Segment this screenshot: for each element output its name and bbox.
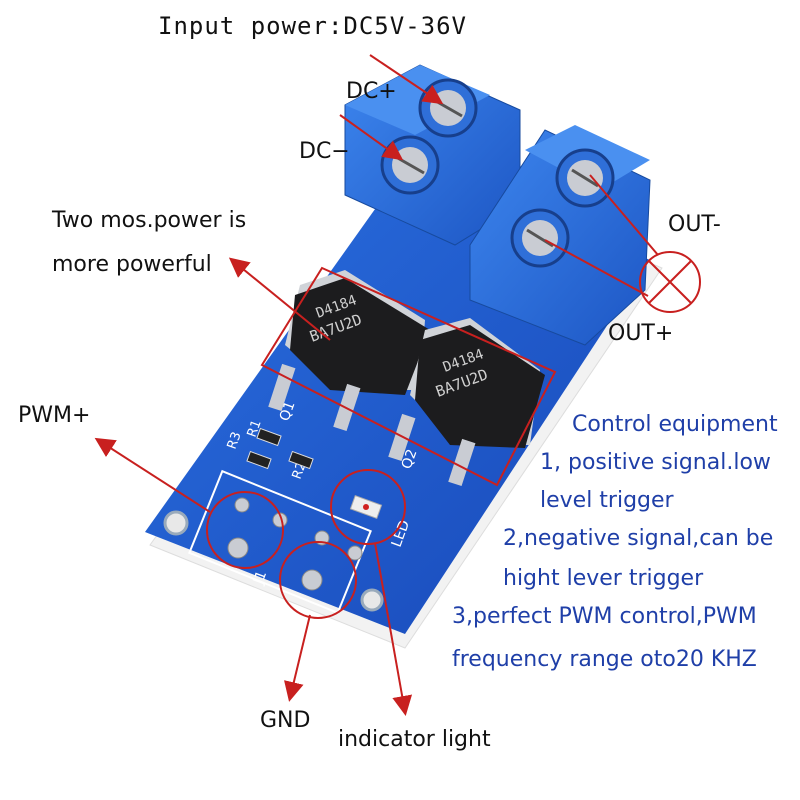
pwm-plus-label: PWM+ (18, 403, 91, 428)
out-plus-label: OUT+ (608, 321, 674, 346)
control-line-2: level trigger (540, 488, 674, 513)
dc-plus-arrow (369, 54, 444, 105)
pwm-arrow (94, 437, 211, 513)
indicator-light-label: indicator light (338, 727, 491, 752)
two-mos-line2: more powerful (52, 252, 212, 277)
two-mos-arrow (228, 257, 331, 341)
dc-minus-arrow (339, 114, 404, 161)
gnd-label: GND (260, 708, 311, 733)
mounting-hole (360, 588, 384, 612)
output-terminal-block (469, 125, 651, 346)
input-power-title: Input power:DC5V-36V (158, 12, 467, 40)
q2-label: Q2 (399, 447, 421, 471)
mounting-hole (163, 510, 189, 536)
out-plus-line (544, 239, 649, 297)
out-minus-line (589, 174, 659, 256)
indicator-arrow (374, 542, 413, 716)
resistor (288, 450, 314, 470)
control-line-3: 2,negative signal,can be (503, 526, 774, 551)
two-mos-line1: Two mos.power is (52, 208, 247, 233)
out-minus-label: OUT- (668, 212, 721, 237)
r3-label: R3 (225, 430, 245, 451)
control-line-6: frequency range oto20 KHZ (452, 647, 757, 672)
q1-label: Q1 (277, 399, 299, 423)
mos-highlight-box (260, 266, 557, 487)
pwm-highlight-circle (206, 491, 284, 569)
gnd-arrow (284, 614, 311, 702)
mosfet-q1: D4184 BA7U2D (268, 270, 430, 432)
gnd-highlight-circle (279, 541, 357, 619)
control-line-1: 1, positive signal.low (540, 450, 771, 475)
led-highlight-circle (330, 469, 406, 545)
control-line-5: 3,perfect PWM control,PWM (452, 604, 757, 629)
resistor (256, 427, 282, 447)
control-line-4: hight lever trigger (503, 566, 704, 591)
control-heading: Control equipment (572, 412, 778, 437)
pin-header (188, 469, 372, 615)
output-load-symbol (639, 251, 701, 313)
resistor (246, 450, 272, 470)
dc-plus-label: DC+ (346, 79, 397, 104)
dc-minus-label: DC− (299, 139, 350, 164)
